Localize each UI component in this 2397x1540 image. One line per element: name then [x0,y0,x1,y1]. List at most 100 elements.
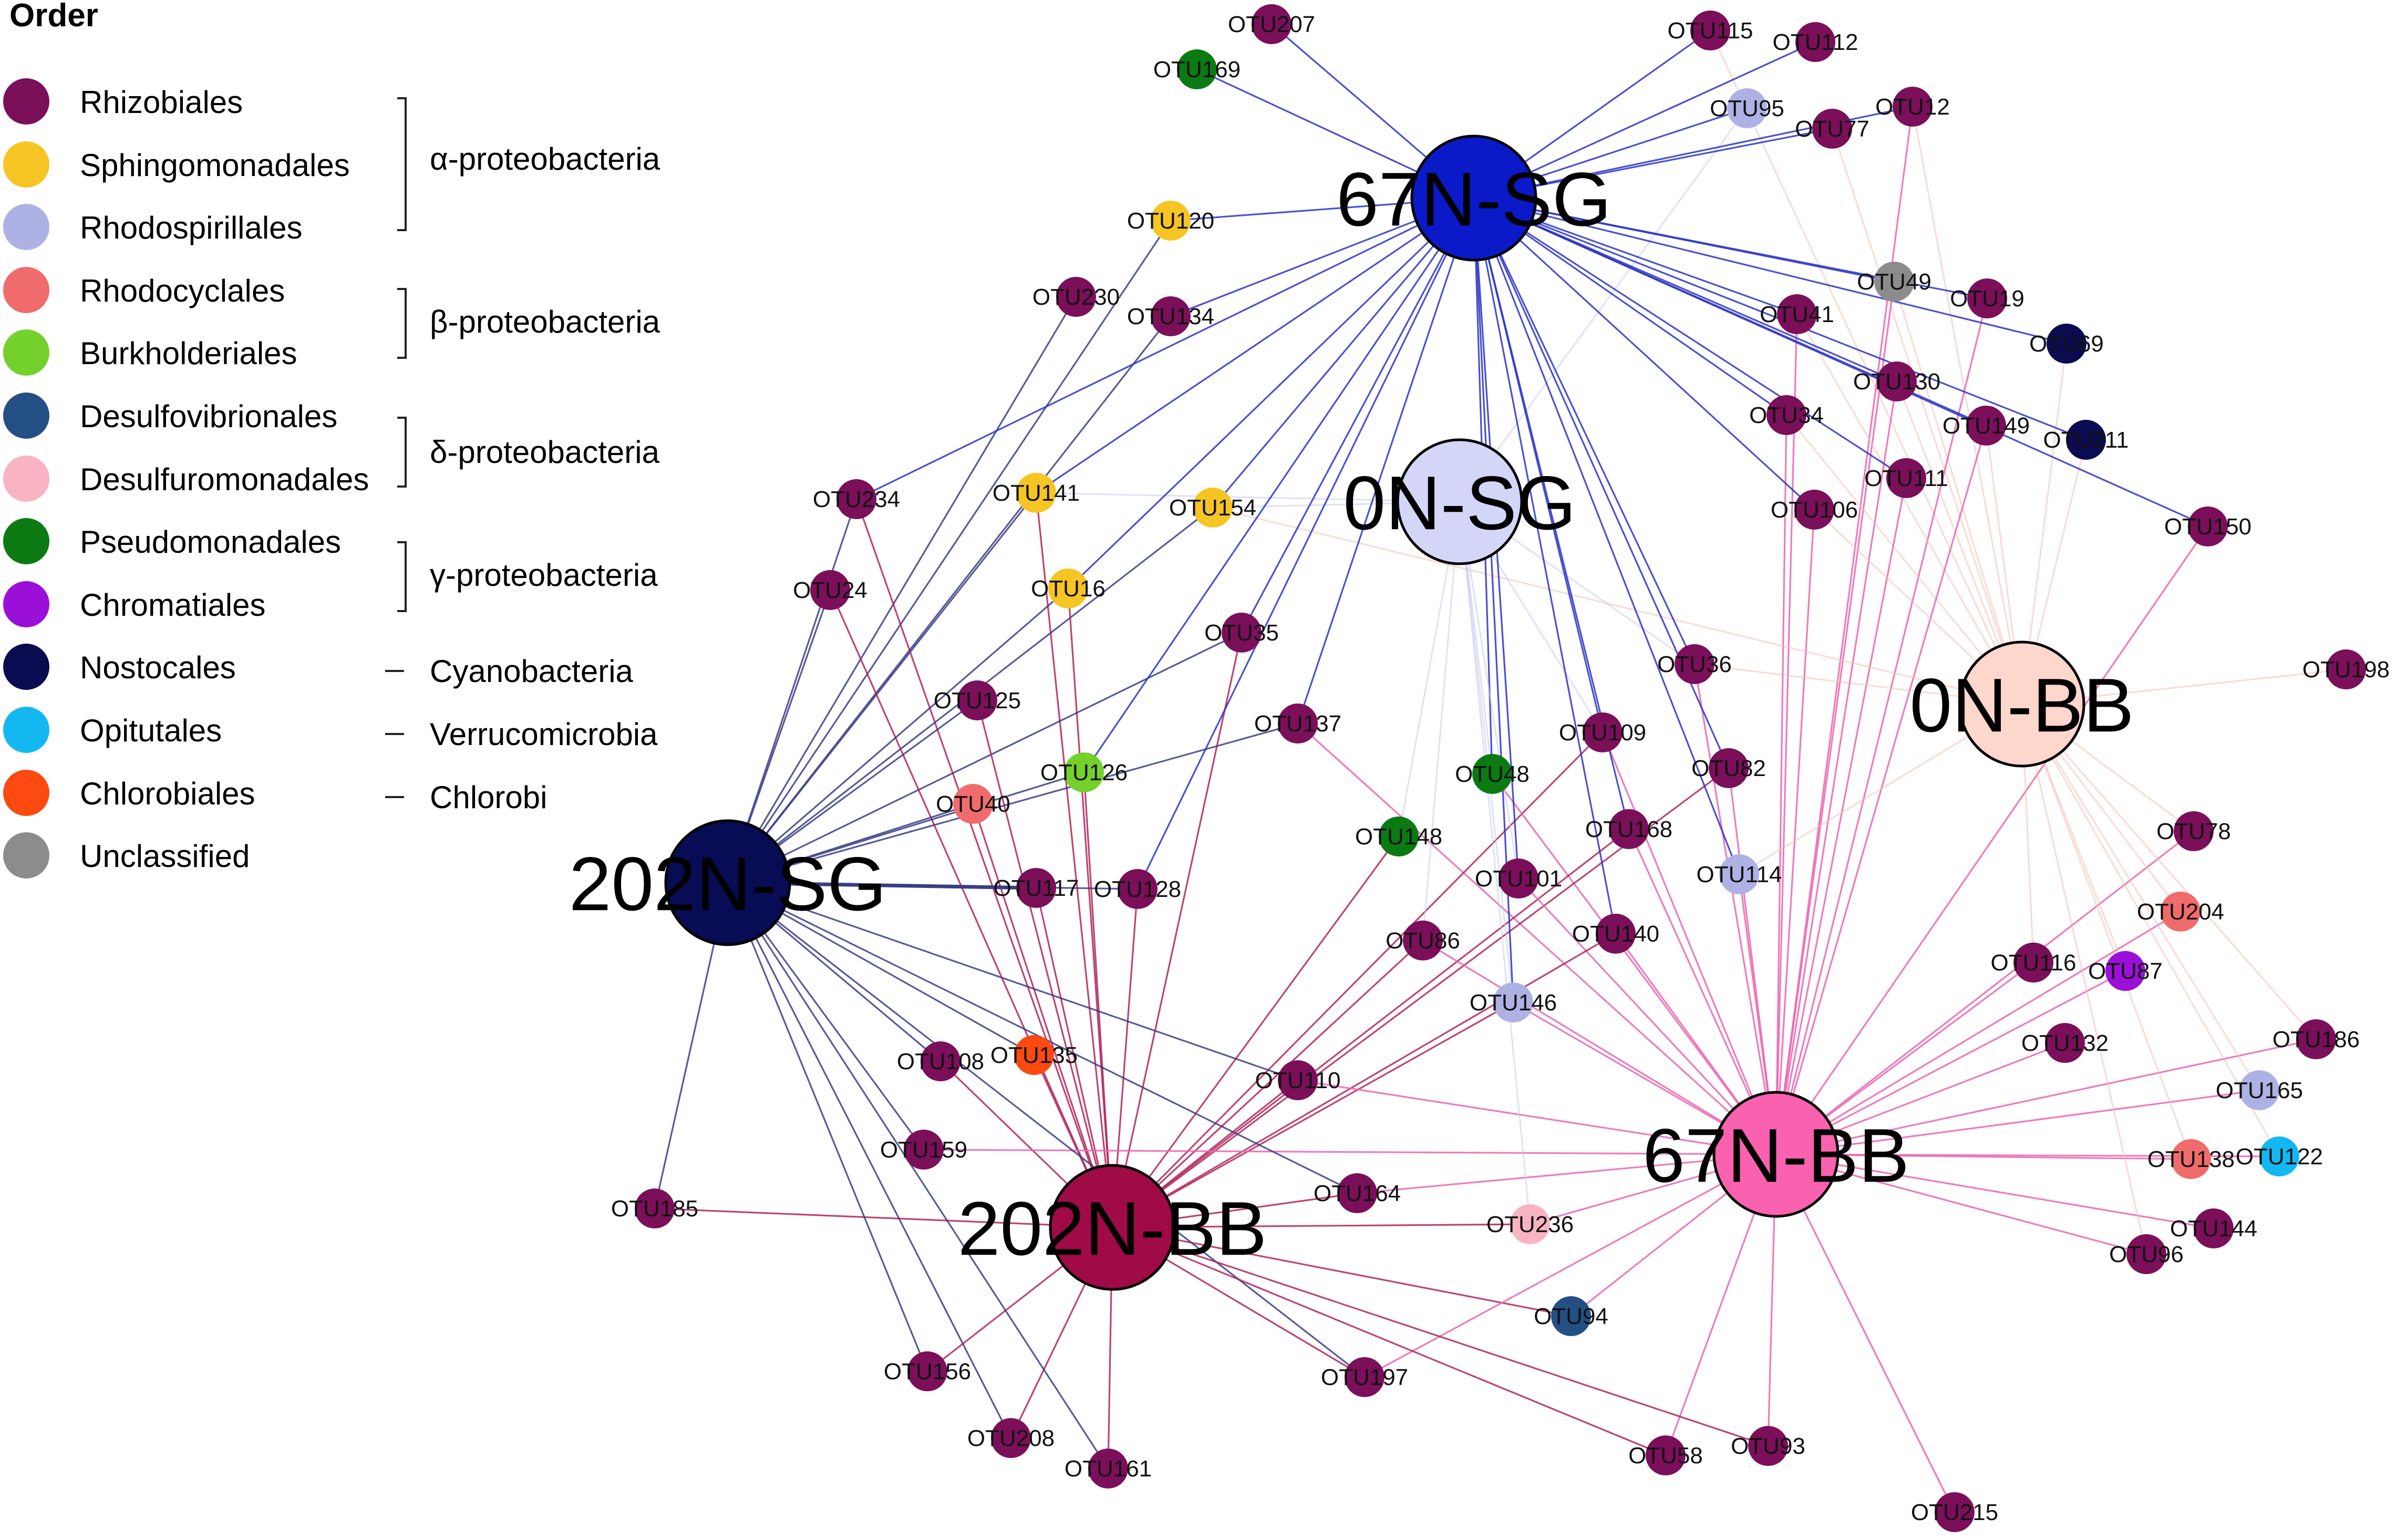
network-edge [727,882,1298,1081]
otu-circle [1877,361,1917,401]
otu-label: OTU138 [2147,1146,2235,1172]
otu-circle [1709,748,1749,788]
otu-circle [1719,854,1759,894]
otu-circle [921,1041,960,1081]
otu-circle [904,1130,944,1170]
otu-label: OTU146 [1470,990,1557,1016]
otu-circle [1551,1296,1591,1336]
network-edge [1112,1223,1531,1228]
otu-node: OTU207 [1228,4,1315,44]
network-edge [1473,197,1787,416]
otu-node: OTU236 [1486,1204,1574,1244]
otu-node: OTU86 [1386,921,1460,960]
otu-label: OTU117 [993,875,1079,901]
group-dash [385,733,404,735]
otu-circle [957,680,997,720]
otu-node: OTU36 [1657,644,1732,684]
network-edge [2021,704,2317,1040]
otu-node: OTU34 [1749,395,1824,435]
otu-node: OTU40 [936,784,1010,824]
otu-label: OTU234 [813,487,900,512]
otu-node: OTU77 [1795,109,1869,149]
otu-node: OTU117 [993,868,1079,908]
otu-circle [1966,406,2006,446]
otu-label: OTU161 [1065,1456,1152,1482]
otu-circle [2045,1023,2085,1063]
network-edge [1112,828,1629,1228]
otu-label: OTU128 [1094,876,1181,902]
otu-node: OTU130 [1853,361,1940,401]
legend-swatch [3,455,49,502]
otu-node: OTU58 [1628,1435,1703,1475]
otu-node: OTU138 [2147,1139,2235,1179]
otu-circle [2171,1139,2211,1179]
otu-label: OTU148 [1355,824,1442,850]
legend-item: Chromatiales [0,576,420,639]
hub-label: 202N-SG [569,841,886,926]
otu-label: OTU134 [1127,304,1214,329]
otu-circle [810,570,850,610]
otu-circle [1886,458,1926,498]
otu-circle [1118,869,1158,909]
legend-swatch [3,832,49,879]
otu-node: OTU114 [1696,854,1782,894]
network-edge [1775,314,1798,1155]
network-edge [1775,1153,2147,1255]
network-edge [1775,381,1898,1155]
network-edge [1775,298,1988,1155]
otu-label: OTU49 [1857,269,1931,295]
otu-node: OTU116 [1990,943,2076,983]
network-edge [1083,772,1113,1228]
network-edge [727,499,857,883]
legend-swatch [3,78,49,125]
network-edge [1775,970,2126,1155]
otu-label: OTU126 [1040,760,1128,785]
otu-label: OTU12 [1875,94,1950,120]
network-edge [1459,501,1520,879]
otu-label: OTU125 [934,688,1021,714]
network-edge [1775,1038,2317,1155]
otu-node: OTU197 [1321,1357,1408,1397]
group-label: β-proteobacteria [430,304,660,339]
otu-circle [1337,1173,1377,1213]
otu-circle [1748,1426,1788,1466]
otu-node: OTU132 [2021,1023,2109,1063]
otu-label: OTU41 [1760,302,1834,327]
otu-label: OTU164 [1314,1181,1401,1206]
otu-circle [1583,712,1623,752]
otu-node: OTU140 [1572,914,1659,954]
hub-label: 202N-BB [958,1186,1267,1271]
otu-circle [2174,811,2214,851]
otu-circle [1766,395,1806,435]
network-edge [727,587,1069,884]
otu-node: OTU49 [1857,262,1931,302]
otu-circle [1812,109,1852,149]
otu-node: OTU112 [1772,22,1858,62]
otu-circle [1193,488,1233,528]
legend-item: Nostocales [0,639,420,702]
otu-circle [2066,420,2106,460]
legend-item: Desulfuromonadales [0,451,420,514]
otu-node: OTU95 [1710,88,1784,128]
otu-circle [1646,1435,1686,1475]
legend-label: Opitutales [80,713,222,748]
group-bracket [397,288,407,359]
hub-node: 0N-SG [1343,438,1576,565]
network-edge [727,882,1365,1378]
legend-item: Desulfovibrionales [0,388,420,451]
hub-circle [1410,135,1537,262]
otu-label: OTU109 [1559,720,1646,746]
otu-label: OTU149 [1943,413,2030,439]
network-edge [1796,314,2023,705]
otu-circle [1727,88,1767,128]
legend-swatch [3,204,49,251]
otu-node: OTU168 [1585,809,1672,849]
legend-swatch [3,329,49,376]
network-edge [1473,197,1815,511]
otu-circle [1510,1204,1550,1244]
otu-node: OTU169 [1153,49,1241,89]
network-edge [727,492,1037,883]
network-edge [654,1207,1113,1228]
network-edge [1241,198,1475,633]
